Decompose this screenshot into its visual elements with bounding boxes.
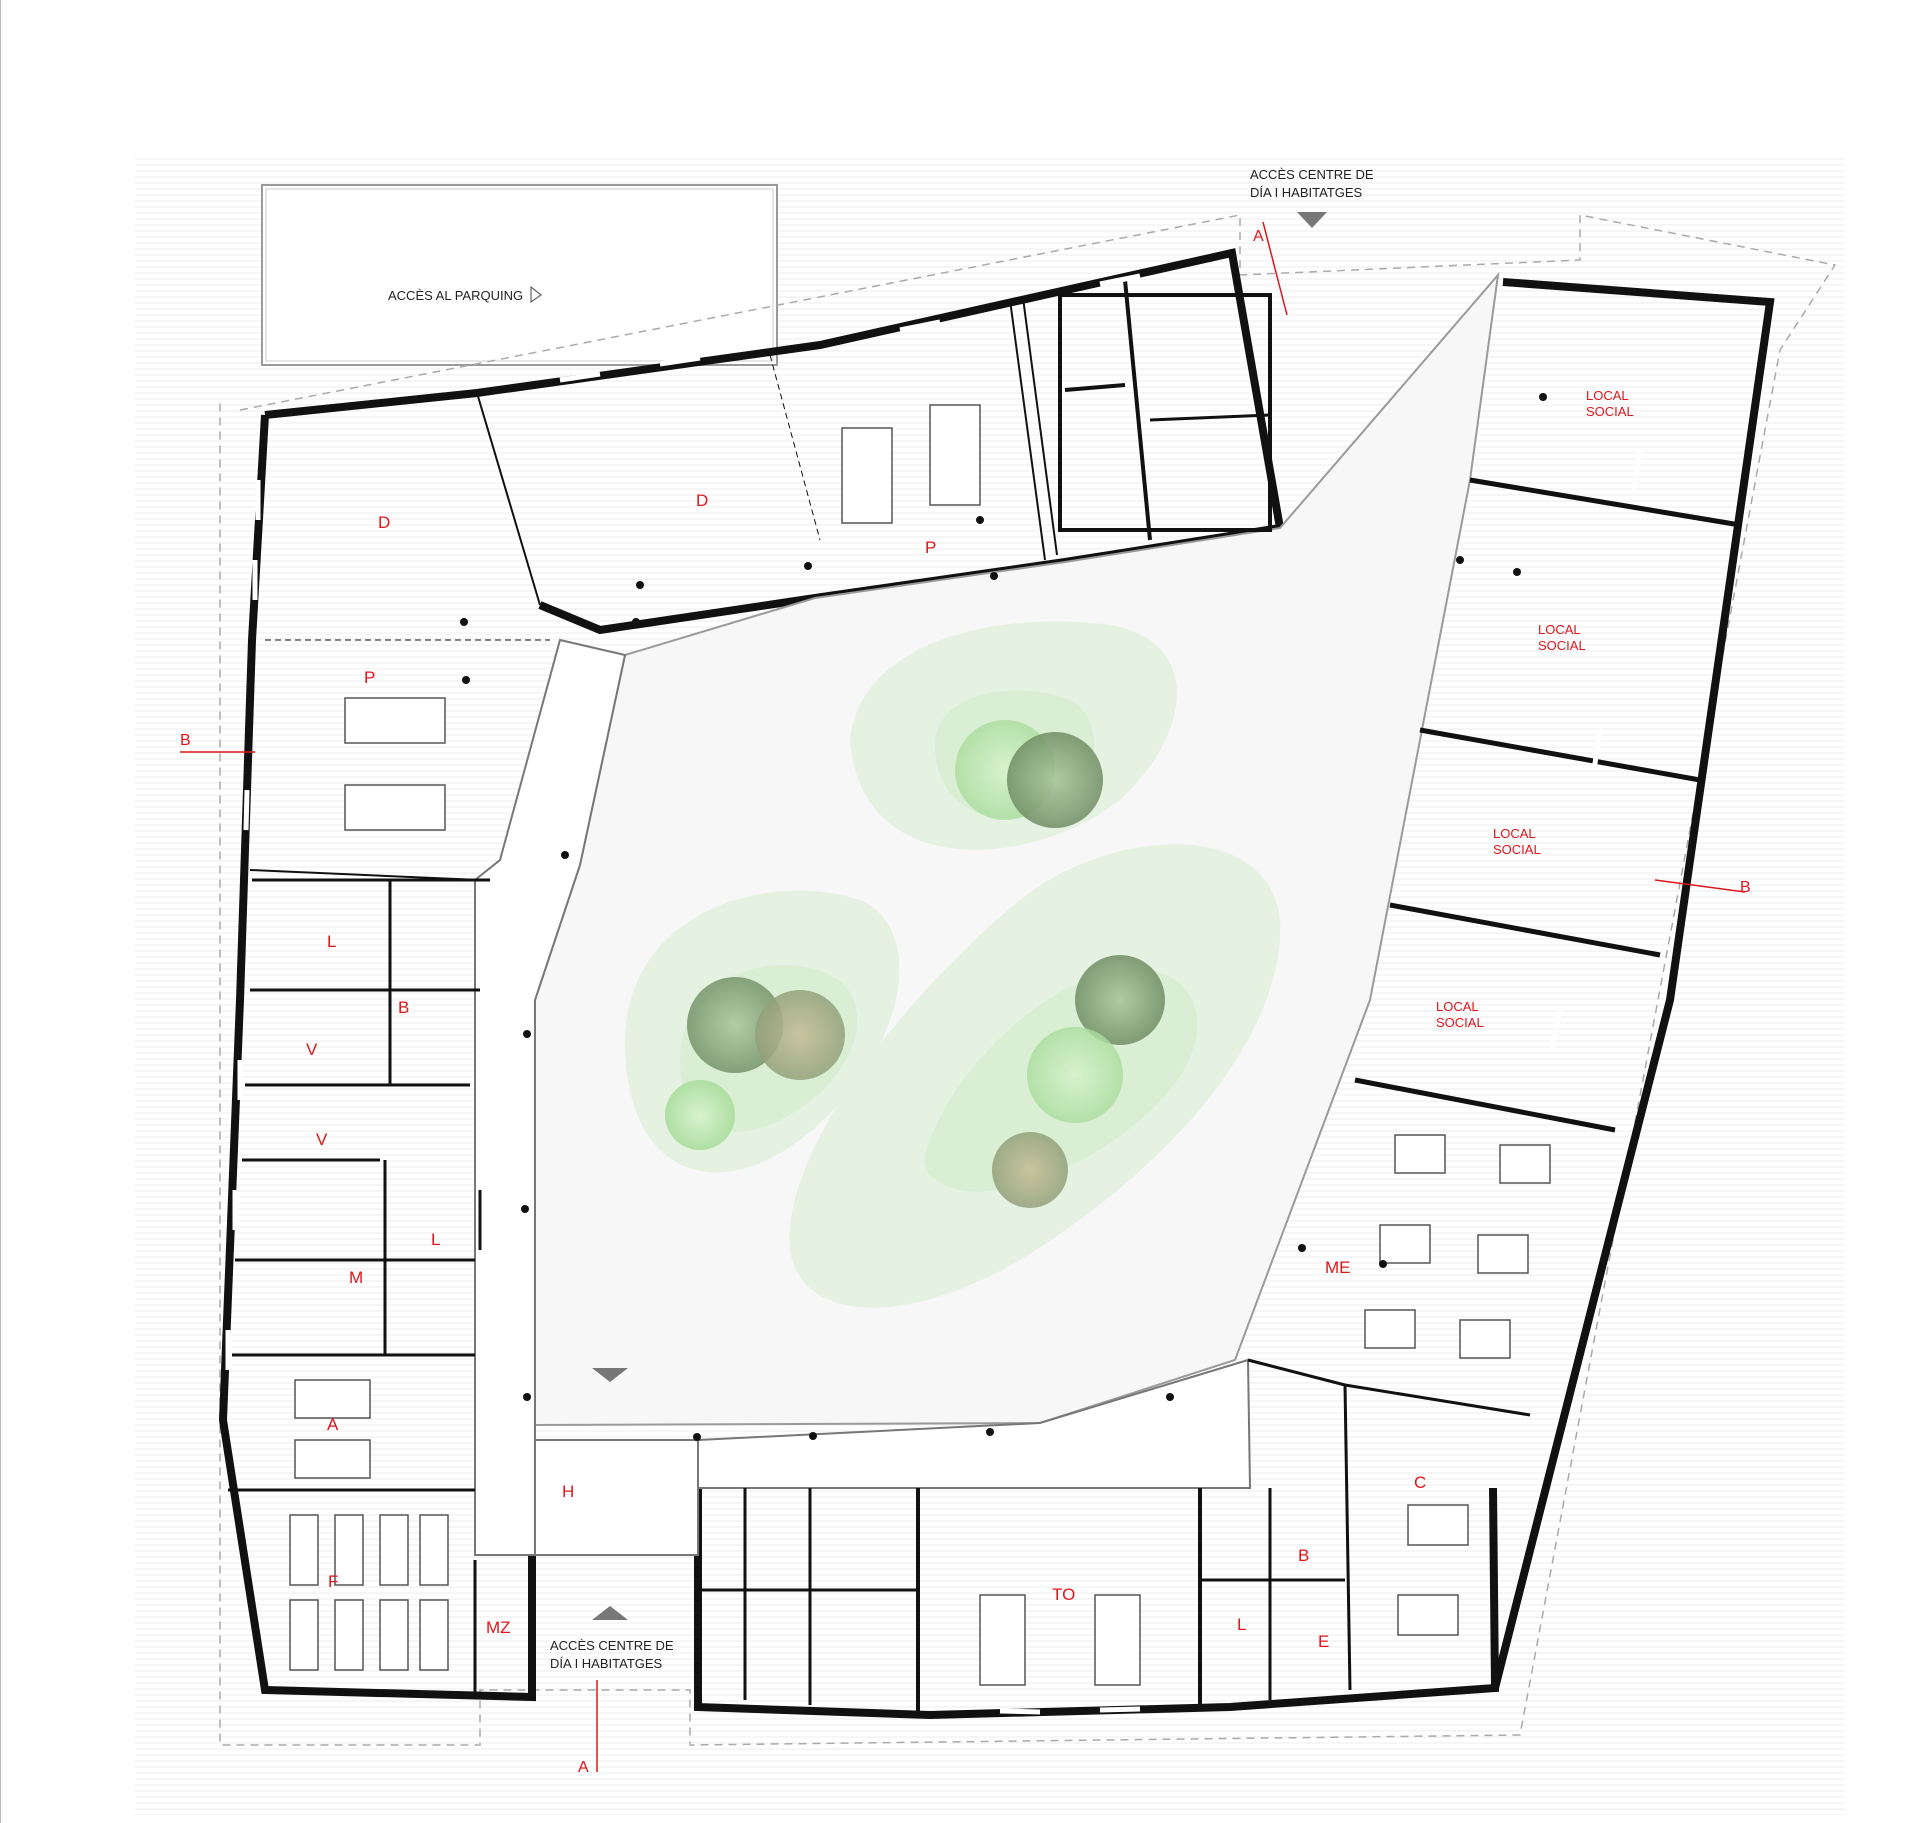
room-m: M	[349, 1268, 363, 1287]
local-social-2-line1: LOCAL	[1538, 622, 1581, 637]
site-outline	[219, 214, 1837, 1746]
room-p-left: P	[364, 668, 375, 687]
room-d-left: D	[378, 513, 390, 532]
hall-h	[534, 1439, 699, 1556]
room-me: ME	[1325, 1258, 1351, 1277]
room-b2: B	[1298, 1546, 1309, 1565]
local-social-3-line1: LOCAL	[1493, 826, 1536, 841]
room-l1: L	[327, 932, 336, 951]
section-a-top: A	[1253, 228, 1264, 245]
access-top-line2: DÍA I HABITATGES	[1250, 185, 1363, 200]
local-social-1-line2: SOCIAL	[1586, 404, 1634, 419]
trees	[665, 720, 1165, 1208]
room-p-top: P	[925, 538, 936, 557]
column-dots	[460, 393, 1547, 1441]
room-mz: MZ	[486, 1618, 511, 1637]
room-v2: V	[316, 1130, 328, 1149]
room-v1: V	[306, 1040, 318, 1059]
entrance-markers	[592, 212, 1327, 1620]
local-social-4-line2: SOCIAL	[1436, 1015, 1484, 1030]
access-bottom-line2: DÍA I HABITATGES	[550, 1656, 663, 1671]
local-social-4-line1: LOCAL	[1436, 999, 1479, 1014]
room-d-mid: D	[696, 491, 708, 510]
room-l2: L	[431, 1230, 440, 1249]
section-a-bottom: A	[578, 1759, 589, 1776]
parking-label: ACCÈS AL PARQUING	[388, 288, 523, 303]
room-h: H	[562, 1482, 574, 1501]
room-c: C	[1414, 1473, 1426, 1492]
room-l3: L	[1237, 1615, 1246, 1634]
local-social-2-line2: SOCIAL	[1538, 638, 1586, 653]
room-a: A	[327, 1415, 339, 1434]
room-b1: B	[398, 998, 409, 1017]
local-social-1-line1: LOCAL	[1586, 388, 1629, 403]
parking-area	[261, 184, 778, 366]
interior-walls	[228, 279, 1741, 1712]
parking-arrow-icon	[530, 285, 543, 304]
section-b-left: B	[180, 732, 191, 749]
window-gaps	[225, 273, 1643, 1715]
room-e: E	[1318, 1632, 1329, 1651]
room-to: TO	[1052, 1585, 1075, 1604]
section-lines	[180, 221, 1746, 1772]
local-social-3-line2: SOCIAL	[1493, 842, 1541, 857]
access-top-line1: ACCÈS CENTRE DE	[1250, 167, 1374, 182]
access-bottom-line1: ACCÈS CENTRE DE	[550, 1638, 674, 1653]
section-b-right: B	[1740, 879, 1751, 896]
furniture	[289, 404, 1551, 1686]
room-f: F	[328, 1572, 338, 1591]
south-corridor	[697, 1358, 1252, 1489]
